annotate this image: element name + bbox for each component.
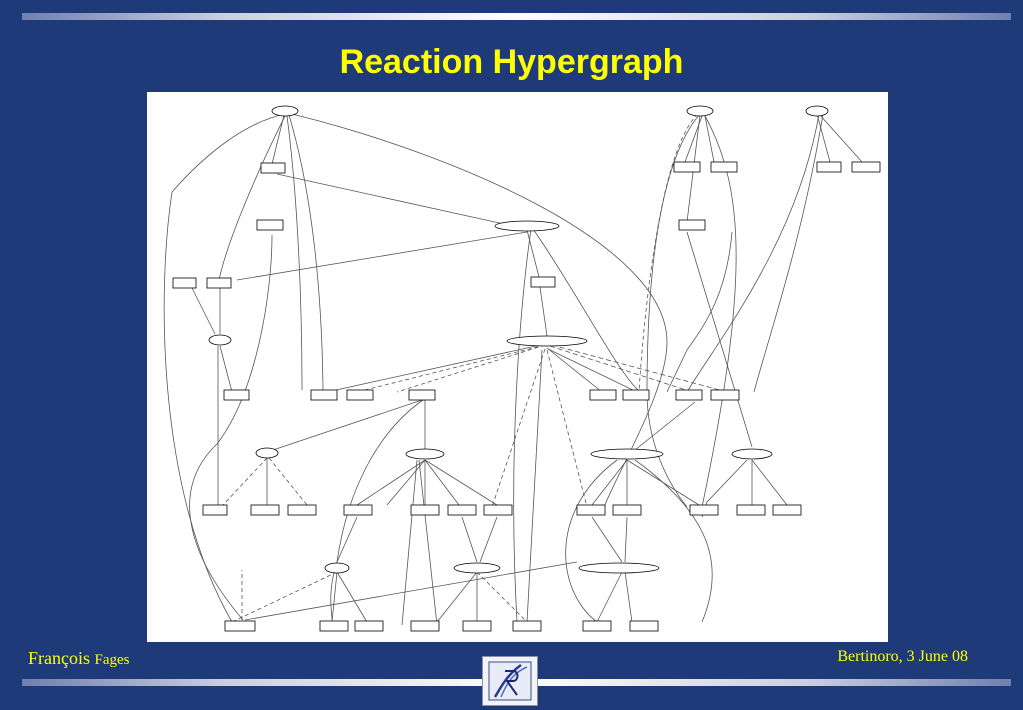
reaction-node: [410, 620, 440, 632]
hub-node: [590, 448, 664, 460]
reaction-node: [678, 219, 706, 231]
reaction-node: [582, 620, 612, 632]
top-divider-bar: [22, 13, 1011, 20]
reaction-node: [287, 504, 317, 516]
reaction-node: [346, 389, 374, 401]
reaction-node: [772, 504, 802, 516]
hub-node: [578, 562, 660, 574]
hypergraph-diagram: [163, 105, 881, 632]
reaction-node: [343, 504, 373, 516]
institution-logo-icon: [482, 656, 538, 706]
reaction-node: [673, 161, 701, 173]
reaction-node: [576, 504, 606, 516]
reaction-node: [710, 389, 740, 401]
reaction-node: [224, 620, 256, 632]
reaction-node: [512, 620, 542, 632]
hub-node: [686, 105, 714, 117]
reaction-node: [410, 504, 440, 516]
reaction-node: [206, 277, 232, 289]
reaction-node: [202, 504, 228, 516]
author-last-name: Fages: [94, 652, 130, 668]
reaction-node: [483, 504, 513, 516]
reaction-node: [530, 276, 556, 288]
hub-node: [271, 105, 299, 117]
reaction-node: [710, 161, 738, 173]
reaction-node: [223, 389, 250, 401]
reaction-node: [354, 620, 384, 632]
reaction-node: [675, 389, 703, 401]
hub-node: [805, 105, 829, 117]
reaction-node: [250, 504, 280, 516]
reaction-node: [260, 162, 286, 174]
author-first-name: François: [28, 648, 90, 668]
footer-event: Bertinoro, 3 June 08: [837, 648, 968, 665]
reaction-node: [310, 389, 338, 401]
reaction-node: [851, 161, 881, 173]
footer-author: François Fages: [28, 648, 130, 669]
reaction-node: [256, 219, 284, 231]
reaction-node: [816, 161, 842, 173]
reaction-node: [589, 389, 617, 401]
hub-node: [494, 220, 560, 232]
reaction-node: [736, 504, 766, 516]
hub-node: [255, 447, 279, 459]
reaction-node: [612, 504, 642, 516]
reaction-node: [622, 389, 650, 401]
hub-node: [506, 335, 588, 347]
reaction-node: [408, 389, 436, 401]
reaction-node: [689, 504, 719, 516]
hub-node: [324, 562, 350, 574]
reaction-node: [447, 504, 477, 516]
hub-node: [405, 448, 445, 460]
slide-title: Reaction Hypergraph: [339, 43, 684, 81]
reaction-node: [319, 620, 349, 632]
reaction-node: [629, 620, 659, 632]
reaction-node: [172, 277, 197, 289]
reaction-node: [462, 620, 492, 632]
hypergraph-panel: [147, 92, 888, 642]
hub-node: [731, 448, 773, 460]
hub-node: [208, 334, 232, 346]
hub-node: [453, 562, 501, 574]
